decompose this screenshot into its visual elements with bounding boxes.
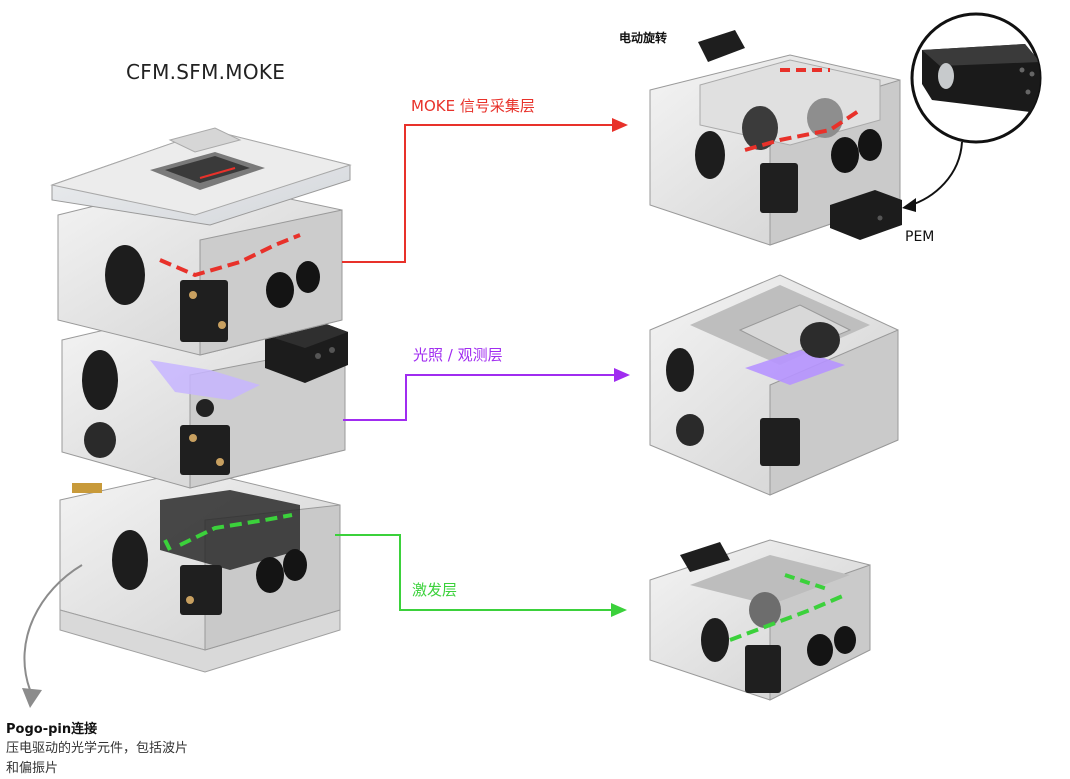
main-title: CFM.SFM.MOKE xyxy=(126,60,286,84)
moke-connector-arrow xyxy=(612,118,628,132)
pem-box-detail xyxy=(830,190,902,240)
excitation-laser xyxy=(680,542,730,572)
excitation-beam-path xyxy=(179,513,293,547)
instrument-stack xyxy=(22,127,352,708)
moke-layer-label: MOKE 信号采集层 xyxy=(411,97,535,115)
moke-module xyxy=(57,179,343,356)
excitation-connector xyxy=(335,534,611,611)
excitation-connector-arrow xyxy=(611,603,627,617)
rotation-motor xyxy=(698,30,745,62)
moke-detail-beam xyxy=(744,108,862,152)
pogo-arrowhead xyxy=(22,688,42,708)
illumination-connector xyxy=(343,374,614,421)
pogo-pin-title: Pogo-pin连接 xyxy=(6,722,98,737)
rotation-label: 电动旋转 xyxy=(619,31,668,45)
moke-module-detail xyxy=(649,30,902,246)
pem-zoom xyxy=(902,12,1042,212)
excitation-layer-label: 激发层 xyxy=(412,581,458,599)
pogo-pin-description: 压电驱动的光学元件，包括波片和偏振片 xyxy=(6,741,189,776)
moke-connector xyxy=(342,124,612,263)
pem-zoom-arrow xyxy=(907,141,963,207)
excitation-detail-beam xyxy=(729,593,846,642)
pem-zoom-arrowhead xyxy=(902,198,916,212)
moke-beam-path xyxy=(159,233,301,278)
illumination-connector-arrow xyxy=(614,368,630,382)
illumination-layer-label: 光照 / 观测层 xyxy=(413,346,503,364)
pogo-arrow xyxy=(23,564,83,691)
illumination-module-detail xyxy=(649,274,899,496)
pem-label: PEM xyxy=(905,229,935,245)
excitation-module xyxy=(59,469,341,673)
sample-stage-plate xyxy=(50,127,352,226)
excitation-module-detail xyxy=(649,539,871,701)
